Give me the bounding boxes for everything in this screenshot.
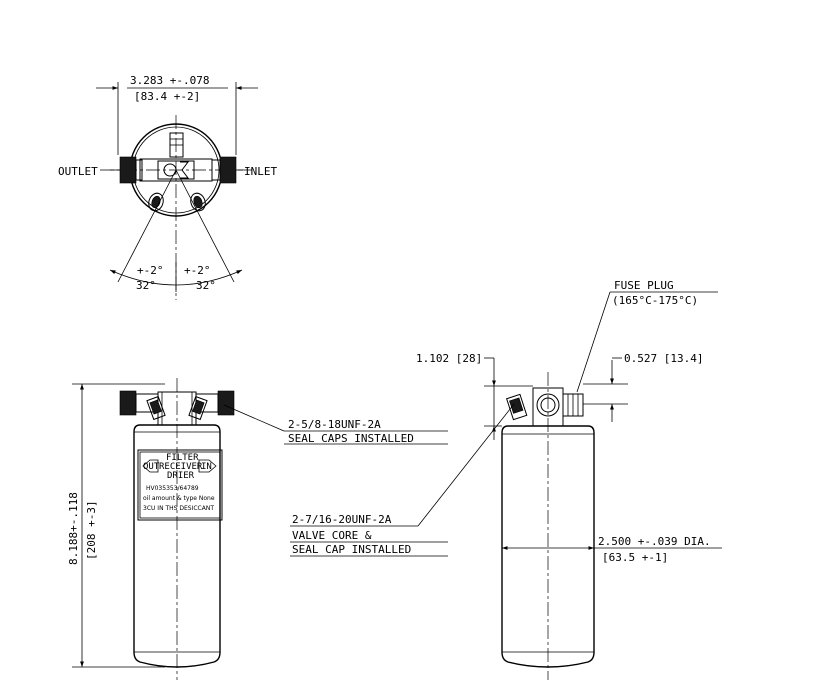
front-view [72, 378, 448, 680]
dia-dim-mm: [63.5 +-1] [602, 551, 668, 564]
top-view [96, 82, 258, 300]
plate-title-2: RECEIVER [159, 462, 203, 472]
dim-0527: 0.527 [13.4] [624, 352, 703, 365]
valve-core-spec: 2-7/16-20UNF-2A [292, 513, 392, 526]
fuse-plug-label: FUSE PLUG [614, 279, 674, 292]
dim-1102: 1.102 [28] [416, 352, 482, 365]
angle-right: 32° [196, 279, 216, 292]
inlet-label: INLET [244, 165, 277, 178]
height-dim-mm: [208 +-3] [85, 500, 98, 560]
plate-desiccant: 3CU IN THS DESICCANT [143, 505, 214, 512]
width-dim-mm: [83.4 +-2] [134, 90, 200, 103]
angle-left-tol: +-2° [137, 264, 164, 277]
width-dim-in: 3.283 +-.078 [130, 74, 209, 87]
plate-title-3: DRIER [167, 471, 195, 481]
seal-caps-spec: 2-5/8-18UNF-2A [288, 418, 381, 431]
angle-right-tol: +-2° [184, 264, 211, 277]
fuse-plug-temp: (165°C-175°C) [612, 294, 698, 307]
plate-in: IN [201, 462, 212, 472]
plate-oil: oil amount & type None [143, 495, 215, 502]
dia-dim-in: 2.500 +-.039 DIA. [598, 535, 711, 548]
plate-title-1: FILTER [166, 453, 199, 463]
valve-core-note-2: SEAL CAP INSTALLED [292, 543, 411, 556]
height-dim-in: 8.188+-.118 [67, 492, 80, 565]
seal-caps-note: SEAL CAPS INSTALLED [288, 432, 414, 445]
angle-left: 32° [136, 279, 156, 292]
plate-part-no: HV035353/64789 [146, 485, 199, 492]
side-view [290, 291, 722, 680]
plate-out: OUT [143, 462, 160, 472]
outlet-label: OUTLET [58, 165, 98, 178]
valve-core-note-1: VALVE CORE & [292, 529, 372, 542]
